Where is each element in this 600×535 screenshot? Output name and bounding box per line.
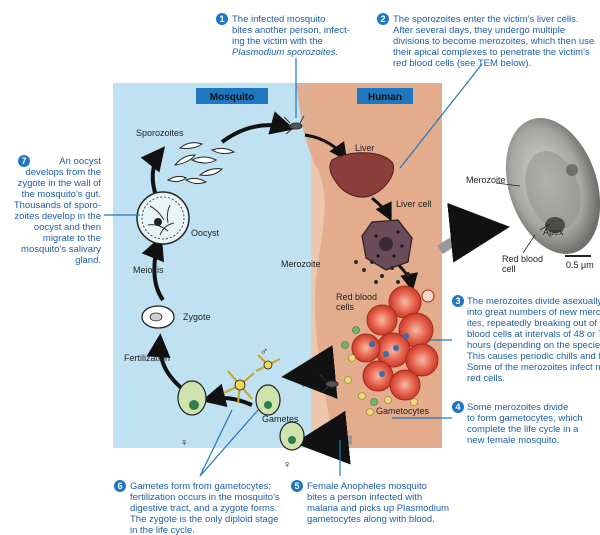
zygote-illustration [141,305,175,329]
step-1-marker: 1 [216,13,228,25]
svg-text:4: 4 [455,402,460,412]
label-fertilization: Fertilization [124,353,170,363]
human-tab-label: Human [368,92,402,103]
step-5-marker: 5 [291,480,303,492]
step-6-marker: 6 [114,480,126,492]
sporozoites-illustration [166,142,236,185]
grey-arrow-to-tem [437,202,510,263]
cycle-arrow-meiosis [141,235,165,302]
cycle-arrow-gametes [201,383,253,407]
grey-arrow-gametocytes-to-mosquito [281,345,338,399]
svg-text:♀: ♀ [283,459,291,471]
label-zygote: Zygote [183,312,211,322]
label-meiosis: Meiosis [133,265,164,275]
step-6-caption: Gametes form from gametocytes;fertilizat… [130,481,280,535]
oocyst-illustration [136,191,190,245]
tem-leader-lines [495,182,551,254]
svg-text:1: 1 [219,14,224,24]
step-2-marker: 2 [377,13,389,25]
label-merozoite: Merozoite [281,259,321,269]
label-sporozoites: Sporozoites [136,128,184,138]
label-tem-merozoite: Merozoite [466,175,506,185]
caption-connectors [104,58,483,477]
label-liver: Liver [355,143,375,153]
grey-arrow-bite-pickup [294,410,353,465]
label-tem-red-blood-2: cell [502,264,516,274]
label-red-blood-cells-2: cells [336,302,355,312]
label-oocyst: Oocyst [191,228,220,238]
svg-text:2: 2 [380,14,385,24]
label-red-blood-cells-1: Red blood [336,292,377,302]
tem-scale-label: 0.5 µm [566,260,594,270]
step-7-marker: 7 [18,155,30,167]
red-blood-cells-illustration [341,285,439,416]
label-tem-apex: Apex [543,227,564,237]
human-tab [357,88,413,104]
svg-text:♀: ♀ [180,437,188,449]
liver-illustration [329,152,394,198]
liver-cell-illustration [361,219,413,271]
label-liver-cell: Liver cell [396,199,432,209]
svg-text:6: 6 [117,481,122,491]
svg-text:5: 5 [294,481,299,491]
label-gametocytes: Gametocytes [376,406,430,416]
svg-text:3: 3 [455,296,460,306]
step-4-marker: 4 [452,401,464,413]
mosquito-on-skin-icon [283,115,305,135]
mosquito-on-arm-icon [319,374,339,393]
tem-micrograph [505,118,600,257]
label-tem-red-blood-1: Red blood [502,254,543,264]
merozoites-scatter [354,260,410,284]
mosquito-tab-label: Mosquito [210,92,254,103]
step-2-caption: The sporozoites enter the victim's liver… [393,14,594,69]
svg-text:7: 7 [21,156,26,166]
gametes-illustration: ♀ ♀ ♂ ♂ [177,346,308,471]
arrow-liver-to-cell [371,196,392,222]
label-gametes: Gametes [262,414,299,424]
svg-text:♂: ♂ [300,379,308,391]
step-3-marker: 3 [452,295,464,307]
mosquito-tab [196,88,268,104]
cycle-arrow-sporozoites-to-skin [220,111,295,144]
svg-text:♂: ♂ [260,346,268,358]
